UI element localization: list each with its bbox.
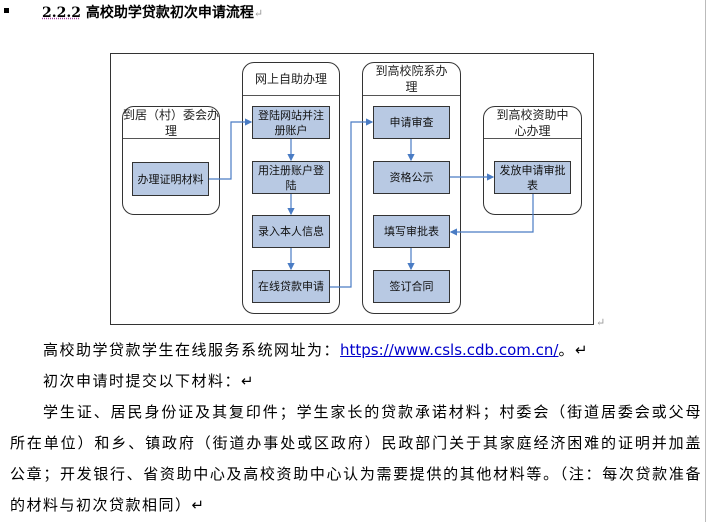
- arrow: [330, 118, 374, 288]
- flowchart-frame: [110, 53, 594, 325]
- section-heading: 2.2.2 高校助学贷款初次申请流程↵: [42, 2, 263, 22]
- materials-list: 学生证、居民身份证及其复印件；学生家长的贷款承诺材料；村委会（街道居委会或父母所…: [10, 403, 702, 514]
- lane-title: 到居（村）委会办理: [123, 107, 220, 139]
- flow-step: 申请审查: [373, 106, 450, 139]
- url-suffix: 。↵: [558, 341, 590, 359]
- service-url-link[interactable]: https://www.csls.cdb.com.cn/: [340, 341, 559, 359]
- flow-step: 填写审批表: [373, 215, 450, 248]
- flow-step: 资格公示: [373, 161, 450, 194]
- bullet-marker: [4, 8, 9, 13]
- url-label: 高校助学贷款学生在线服务系统网址为：: [43, 341, 341, 359]
- lane-title: 网上自助办理: [243, 63, 339, 96]
- flow-step: 签订合同: [373, 270, 450, 303]
- lane-title: 到高校资助中心办理: [484, 107, 581, 139]
- flow-step: 发放申请审批表: [494, 161, 571, 194]
- flow-step: 用注册账户登陆: [252, 161, 330, 194]
- paragraph-mark-icon: ↵: [253, 7, 264, 20]
- page-edge: [705, 0, 706, 522]
- flow-step: 在线贷款申请: [252, 270, 330, 303]
- flow-step: 登陆网站并注册账户: [252, 106, 330, 139]
- flow-step: 录入本人信息: [252, 215, 330, 248]
- section-number: 2.2.2: [42, 5, 81, 21]
- lane-village-committee: 到居（村）委会办理: [122, 106, 220, 215]
- materials-intro: 初次申请时提交以下材料：↵: [43, 372, 256, 390]
- arrow: [449, 194, 534, 236]
- url-paragraph: 高校助学贷款学生在线服务系统网址为：https://www.csls.cdb.c…: [10, 335, 702, 366]
- flow-step: 办理证明材料: [132, 162, 209, 196]
- lane-title: 到高校院系办理: [363, 63, 460, 96]
- section-title: 高校助学贷款初次申请流程: [85, 5, 254, 21]
- arrow: [209, 118, 253, 180]
- paragraph-mark-icon: ↵: [596, 316, 606, 329]
